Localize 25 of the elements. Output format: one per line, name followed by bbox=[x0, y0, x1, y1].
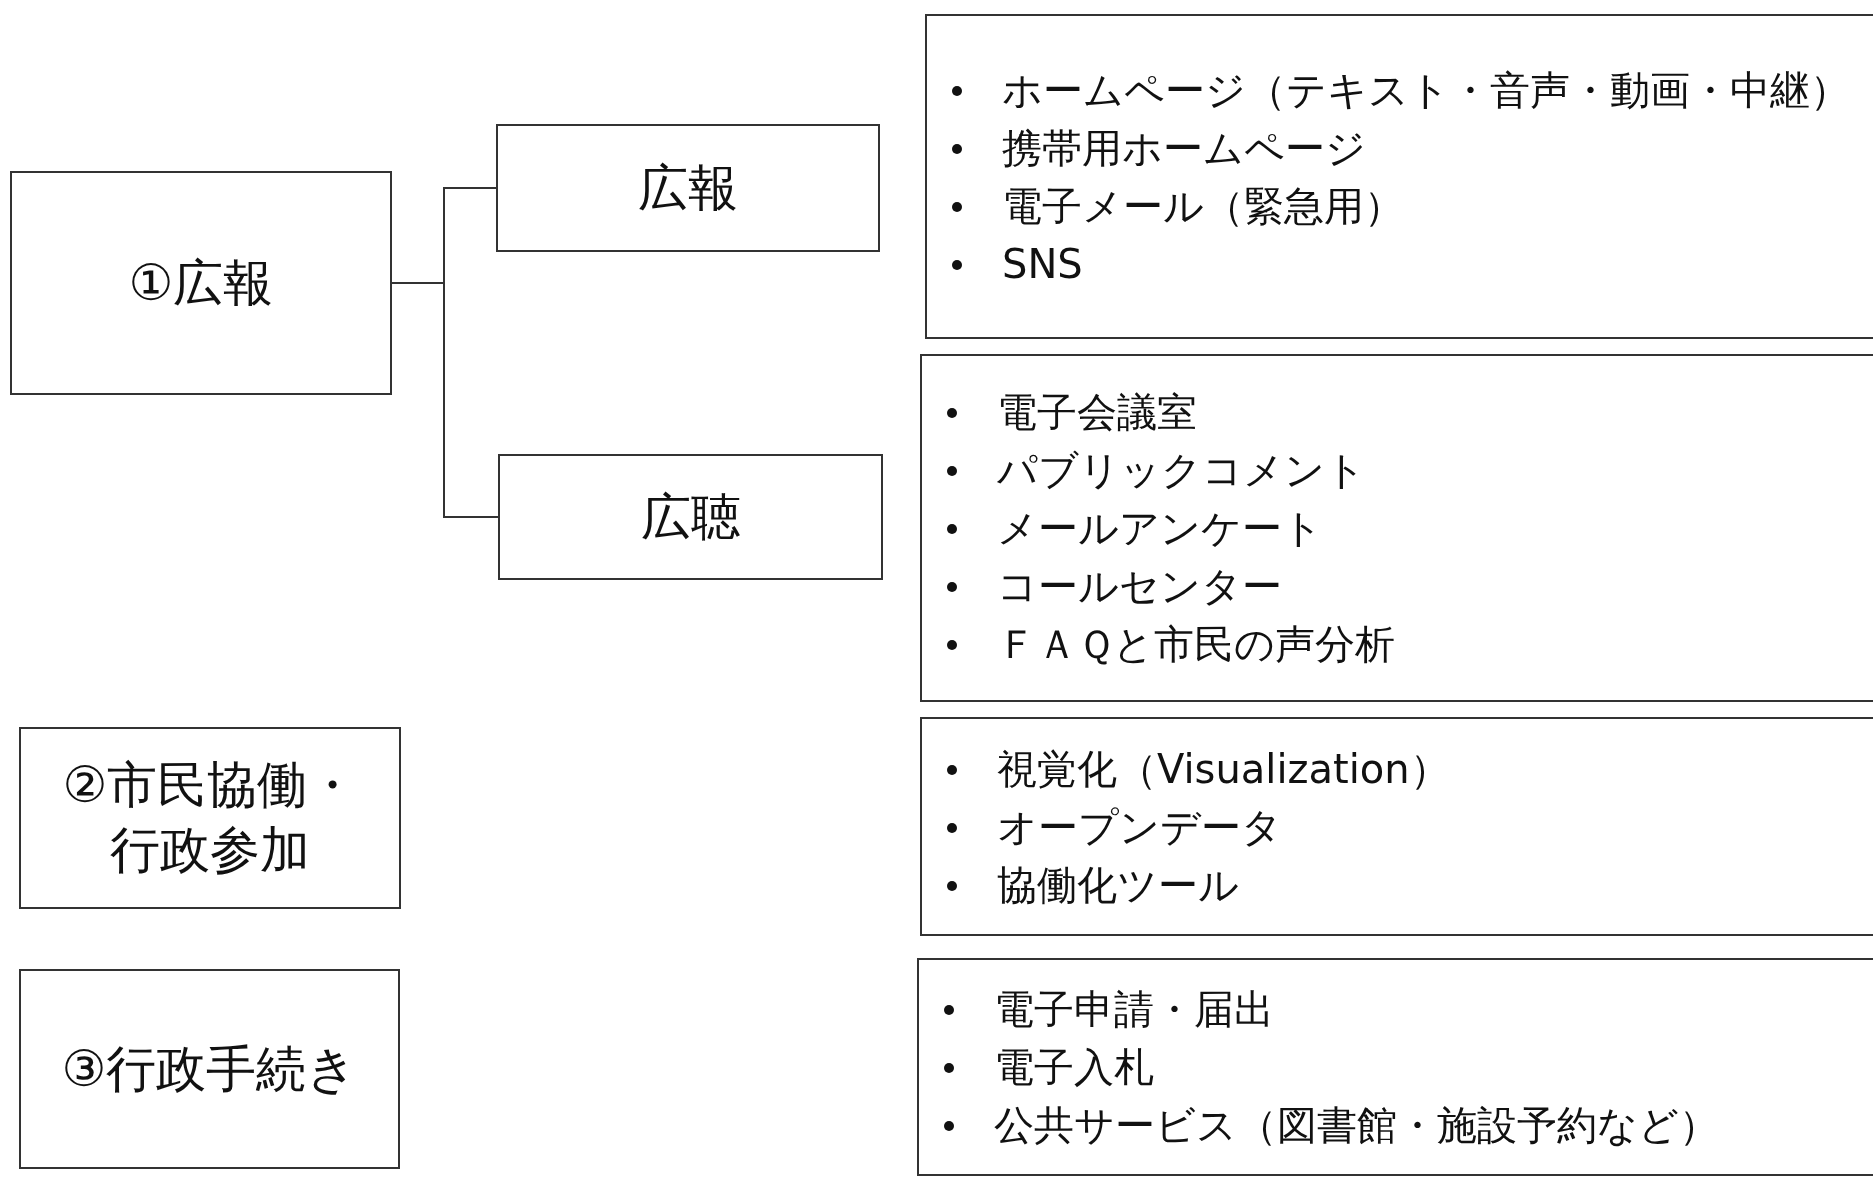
connector-line bbox=[391, 282, 499, 518]
category-box: ①広報 bbox=[10, 171, 392, 395]
category-box: 広報 bbox=[496, 124, 880, 252]
list-item: コールセンター bbox=[997, 563, 1282, 609]
list-item: SNS bbox=[1002, 240, 1083, 287]
list-item: 電子メール（緊急用） bbox=[1002, 182, 1404, 229]
list-item: オープンデータ bbox=[997, 803, 1282, 850]
list-item: 電子申請・届出 bbox=[994, 986, 1274, 1032]
list-item: 電子入札 bbox=[994, 1044, 1154, 1090]
list-item: 視覚化（Visualization） bbox=[997, 745, 1450, 792]
list-item: パブリックコメント bbox=[997, 447, 1366, 493]
list-box bbox=[925, 14, 1873, 339]
list-item: 携帯用ホームページ bbox=[1002, 124, 1366, 171]
category-box: 広聴 bbox=[498, 454, 883, 580]
list-box bbox=[917, 958, 1873, 1176]
list-item: ＦＡＱと市民の声分析 bbox=[997, 621, 1395, 667]
category-box: ③行政手続き bbox=[19, 969, 400, 1169]
list-item: メールアンケート bbox=[997, 505, 1323, 551]
list-item: ホームページ（テキスト・音声・動画・中継） bbox=[1002, 66, 1850, 113]
list-item: 公共サービス（図書館・施設予約など） bbox=[994, 1102, 1719, 1148]
list-item: 電子会議室 bbox=[997, 389, 1197, 435]
list-item: 協働化ツール bbox=[997, 861, 1239, 908]
list-box bbox=[920, 717, 1873, 936]
category-box: ②市民協働・行政参加 bbox=[19, 727, 401, 909]
list-box bbox=[920, 354, 1873, 702]
